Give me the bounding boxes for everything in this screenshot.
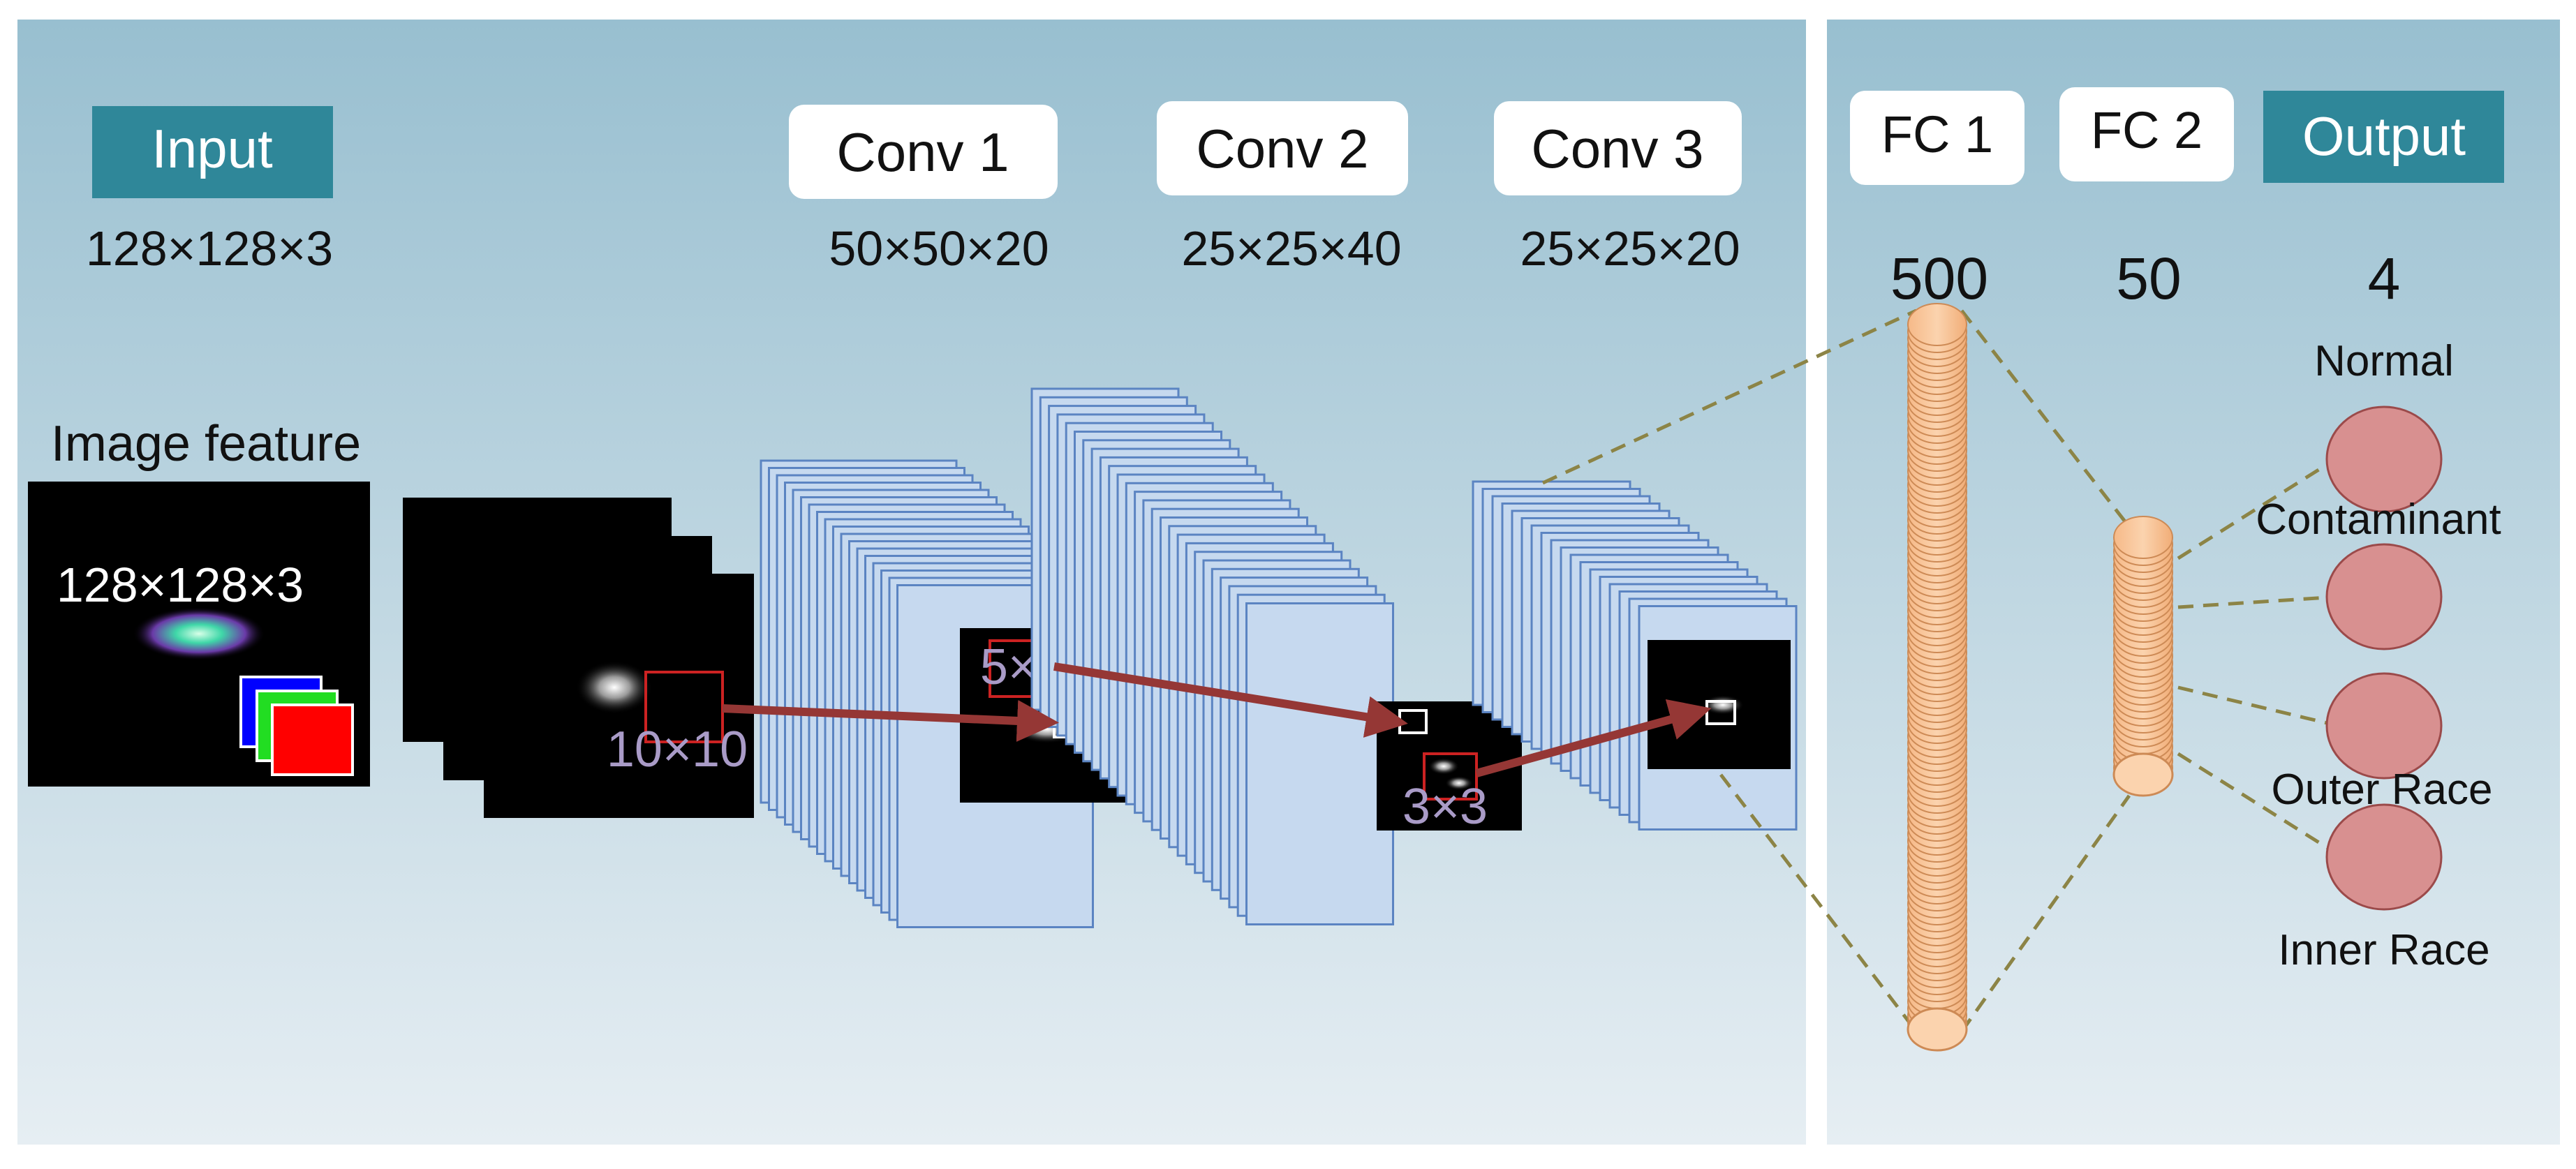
conv1-label: Conv 1 [836,121,1009,183]
conv2-feature-maps [1030,387,1394,925]
kernel-box-3x3 [1423,752,1478,801]
conv2-image-spot-1 [1428,758,1459,775]
image-feature-title: Image feature [51,416,361,472]
output-label-box [2263,91,2504,183]
class-label-outer-race: Outer Race [2271,766,2492,814]
output-neuron-outer-race [2325,672,2443,780]
class-label-contaminant: Contaminant [2256,496,2501,544]
fc1-neuron-102 [1907,303,1967,346]
fc1-neuron-cap [1907,1007,1968,1052]
conv3-label: Conv 3 [1531,118,1703,179]
output-neuron-inner-race [2325,803,2443,911]
output-units: 4 [2368,246,2401,311]
conv2-feature-map-26 [1245,602,1394,925]
fc1-label-box [1850,91,2024,185]
fc2-neuron-35 [2113,516,2173,559]
class-label-normal: Normal [2314,337,2454,385]
input-label: Input [151,118,273,179]
kernel-box-10x10 [644,671,724,743]
fc1-label: FC 1 [1881,105,1993,163]
conv2-label: Conv 2 [1196,118,1368,179]
dashed-connectors [1541,308,2340,1033]
arrow-conv1-to-conv2 [1053,662,1408,738]
image-feature-dims: 128×128×3 [57,558,304,612]
conv3-dims: 25×25×20 [1520,221,1740,276]
conv2-image-spot-2 [1445,776,1473,790]
conv3-label-box [1494,101,1742,195]
input-image-spot [576,661,653,714]
fc1-units: 500 [1890,246,1988,311]
output-label: Output [2302,105,2466,167]
input-dims: 128×128×3 [86,221,333,276]
fc2-neuron-cap [2112,752,2174,797]
fc2-neuron-column [2112,516,2174,797]
output-neuron-contaminant [2325,543,2443,650]
channel-red [271,703,354,776]
arrow-conv2-to-conv3 [1475,699,1712,777]
conv2-dims: 25×25×40 [1181,221,1401,276]
fc2-label-box [2059,87,2234,181]
fc2-units: 50 [2116,246,2181,311]
fc2-label: FC 2 [2091,101,2203,159]
input-label-box [92,106,333,198]
kernel-label-10x10: 10×10 [607,722,748,777]
image-feature-spot [133,607,265,660]
fc1-neuron-column [1907,303,1968,1052]
conv1-label-box [789,105,1058,199]
conv2-label-box [1157,101,1408,195]
kernel-label-3x3: 3×3 [1402,779,1488,835]
conv1-dims: 50×50×20 [829,221,1049,276]
class-label-inner-race: Inner Race [2278,926,2489,974]
output-neuron-normal [2325,405,2443,513]
arrow-input-to-conv1 [722,699,1059,742]
